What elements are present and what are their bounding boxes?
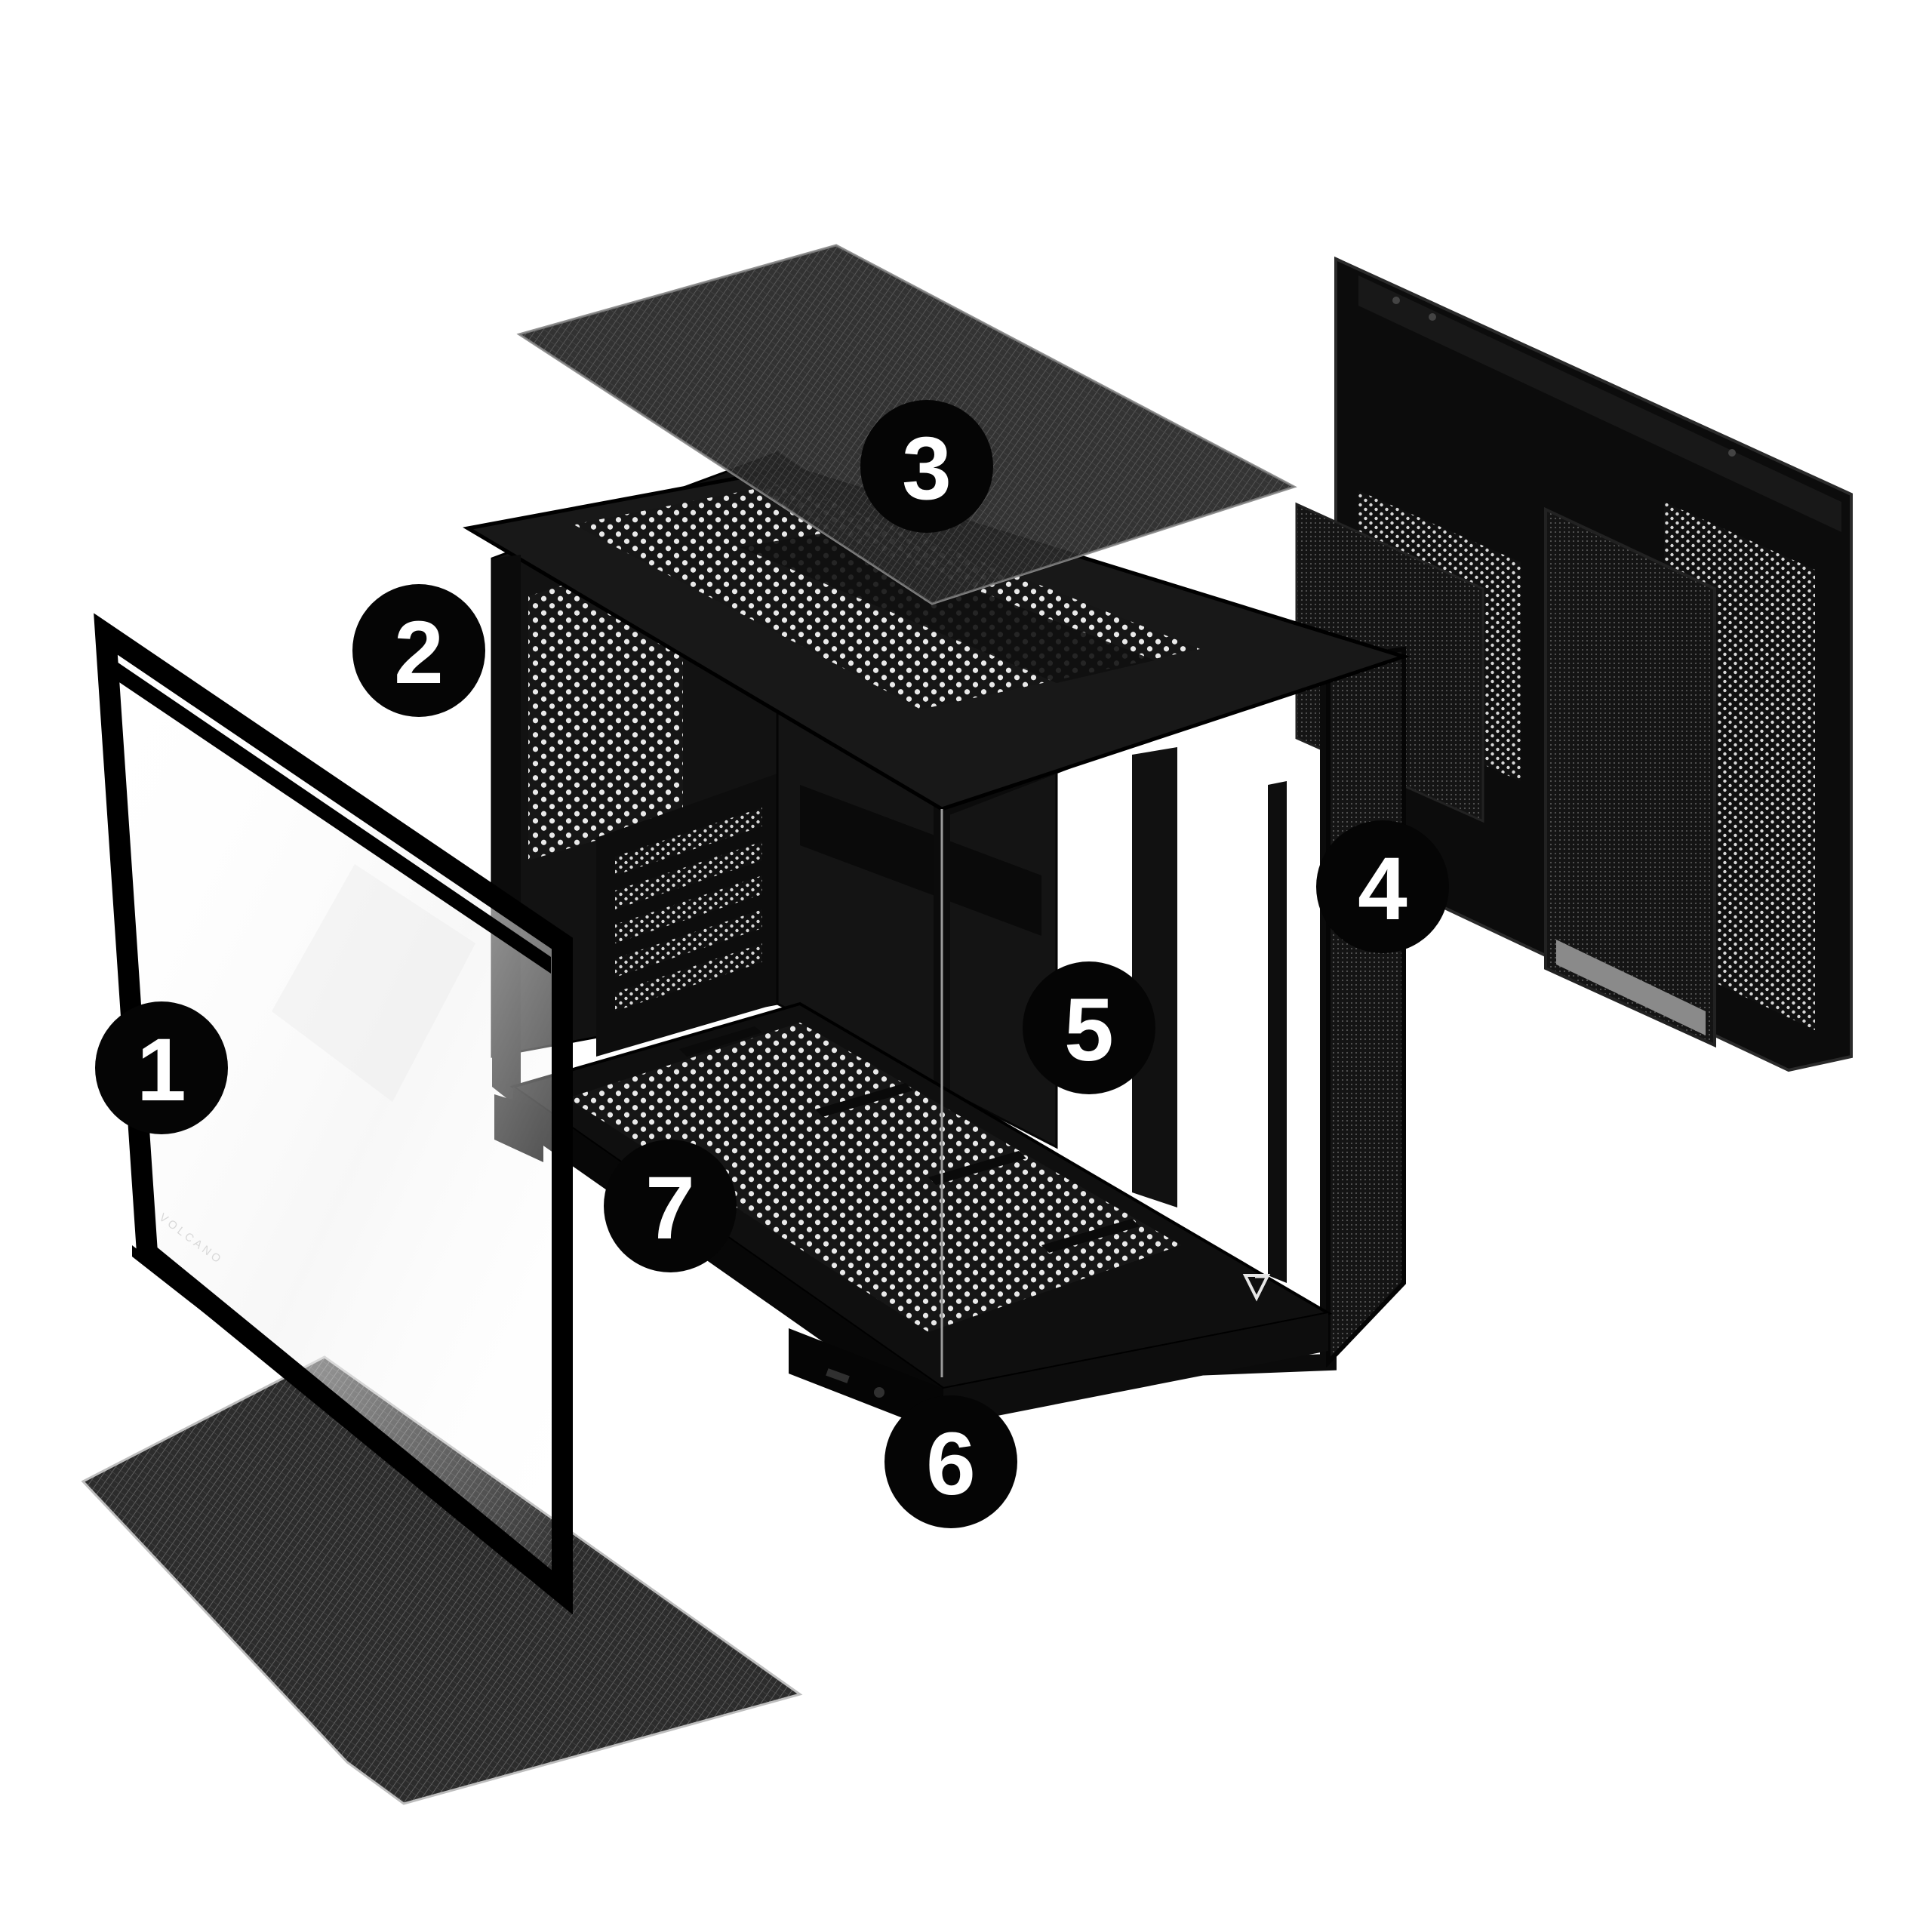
callout-2-number: 2 [394,603,444,703]
callout-7: 7 [604,1140,737,1272]
callout-5-number: 5 [1064,980,1114,1080]
callout-7-number: 7 [645,1158,695,1258]
floor-cable-slots [679,1026,1140,1253]
callout-4-number: 4 [1358,839,1407,939]
callout-4: 4 [1316,820,1449,953]
callout-1-number: 1 [137,1020,186,1120]
callout-3-number: 3 [902,419,952,518]
callout-2: 2 [352,584,485,717]
callout-3: 3 [860,400,993,533]
pcie-slot-covers [615,808,762,1011]
callout-5: 5 [1023,961,1155,1094]
callout-1: 1 [95,1001,228,1134]
volcano-v-logo-icon [1242,1274,1271,1302]
callout-6-number: 6 [926,1414,976,1514]
callout-6: 6 [884,1395,1017,1528]
side-dust-filter-right [1544,506,1716,1048]
